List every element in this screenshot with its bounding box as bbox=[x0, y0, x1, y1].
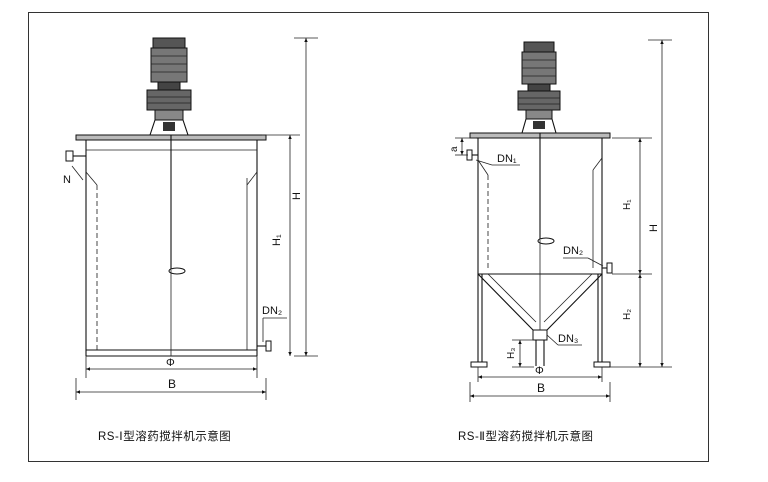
rs2-label-h2: H₂ bbox=[622, 309, 633, 320]
rs1-label-h1: H₁ bbox=[271, 234, 283, 246]
rs1-dim-h1: H₁ bbox=[262, 134, 300, 356]
rs2-impeller bbox=[537, 237, 555, 245]
rs2-motor bbox=[517, 41, 561, 134]
rs2-nozzle-dn2 bbox=[563, 257, 613, 274]
rs1-label-phi: Φ bbox=[166, 357, 175, 369]
rs2-label-b: B bbox=[537, 381, 545, 395]
rs2-label-h1: H₁ bbox=[622, 199, 633, 210]
rs2-label-dn3: DN₃ bbox=[558, 333, 578, 345]
rs1-outlet-nozzle bbox=[257, 317, 287, 352]
rs2-label-dn1: DN₁ bbox=[497, 153, 517, 165]
rs2-dim-a: a bbox=[449, 137, 476, 156]
rs2-caption: RS-Ⅱ型溶药搅拌机示意图 bbox=[458, 431, 594, 443]
rs2-label-a: a bbox=[449, 146, 460, 152]
rs1-label-dn2: DN₂ bbox=[262, 305, 282, 317]
rs2-dim-phi: Φ bbox=[477, 365, 603, 382]
rs2-dim-h2: H₂ bbox=[622, 274, 642, 367]
rs2-legs bbox=[470, 274, 611, 368]
rs2-label-h: H bbox=[648, 224, 660, 232]
rs1-motor bbox=[146, 37, 192, 136]
rs1-impeller bbox=[168, 267, 186, 275]
rs1-dim-phi: Φ bbox=[85, 356, 258, 378]
rs2-label-phi: Φ bbox=[535, 365, 544, 377]
rs1-dim-b: B bbox=[75, 377, 267, 400]
rs2-dim-h1: H₁ bbox=[612, 137, 652, 275]
rs2-dim-h3: H₃ bbox=[506, 339, 534, 368]
rs2-outlet-dn3 bbox=[546, 334, 582, 346]
rs2-label-dn2: DN₂ bbox=[563, 245, 583, 257]
rs2-dim-h: H bbox=[610, 39, 672, 368]
rs1-caption: RS-Ⅰ型溶药搅拌机示意图 bbox=[98, 431, 232, 443]
rs1-label-n: N bbox=[63, 174, 71, 186]
rs2-label-h3: H₃ bbox=[506, 348, 517, 359]
rs1-tank-body bbox=[85, 140, 258, 357]
rs2-dim-b: B bbox=[469, 381, 611, 402]
rs2-inlet-dn1 bbox=[466, 149, 520, 166]
rs1-tank-diagram: N DN₂ H H₁ Φ bbox=[63, 37, 318, 400]
rs1-label-b: B bbox=[168, 377, 176, 391]
figure-frame bbox=[28, 12, 709, 462]
rs1-inlet-nozzle bbox=[65, 150, 86, 181]
rs1-label-h: H bbox=[291, 192, 303, 200]
rs2-tank-diagram: DN₁ a DN₂ DN₃ H bbox=[449, 39, 672, 402]
rs1-dim-h: H bbox=[291, 37, 318, 357]
